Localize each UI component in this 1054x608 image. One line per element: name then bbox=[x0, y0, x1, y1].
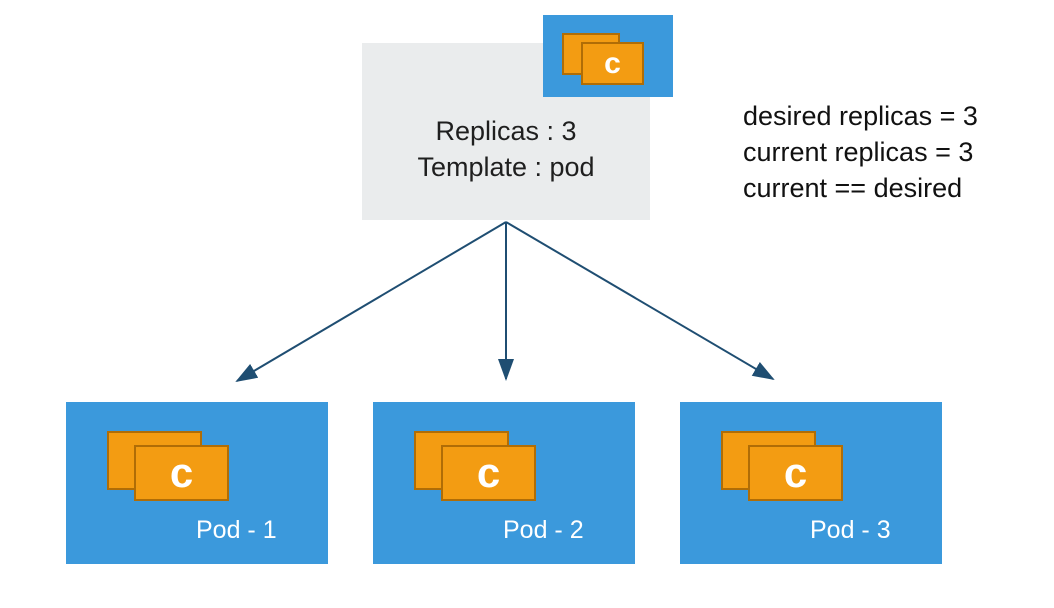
replicaset-spec: Replicas : 3 Template : pod bbox=[362, 113, 650, 185]
arrow-to-pod-3 bbox=[505, 221, 775, 381]
pod-label: Pod - 3 bbox=[810, 516, 891, 544]
status-compare: current == desired bbox=[743, 173, 963, 203]
status-current: current replicas = 3 bbox=[743, 137, 974, 167]
pod-3: c Pod - 3 bbox=[680, 402, 942, 564]
status-text: desired replicas = 3 current replicas = … bbox=[743, 98, 978, 206]
container-icon: c bbox=[107, 431, 229, 501]
pod-2: c Pod - 2 bbox=[373, 402, 635, 564]
container-icon-front: c bbox=[581, 42, 644, 85]
container-icon-front: c bbox=[748, 445, 843, 501]
template-line: Template : pod bbox=[417, 152, 595, 182]
container-icon: c bbox=[414, 431, 536, 501]
container-icon: c bbox=[562, 33, 644, 85]
container-icon: c bbox=[721, 431, 843, 501]
pod-label: Pod - 2 bbox=[503, 516, 584, 544]
pod-1: c Pod - 1 bbox=[66, 402, 328, 564]
pod-label: Pod - 1 bbox=[196, 516, 277, 544]
status-desired: desired replicas = 3 bbox=[743, 101, 978, 131]
container-icon-front: c bbox=[441, 445, 536, 501]
container-icon-front: c bbox=[134, 445, 229, 501]
replicas-line: Replicas : 3 bbox=[435, 116, 577, 146]
arrow-to-pod-1 bbox=[235, 221, 507, 383]
